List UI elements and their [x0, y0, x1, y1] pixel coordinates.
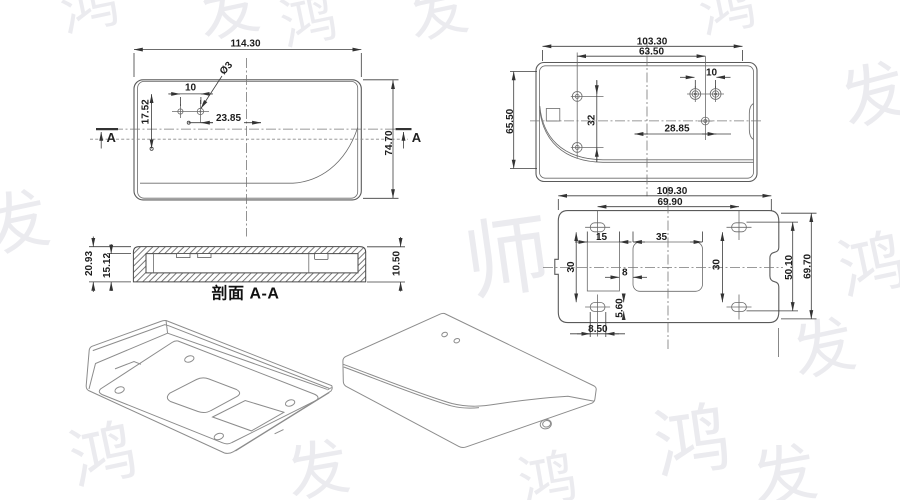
svg-text:15: 15 [596, 232, 608, 243]
svg-text:A: A [412, 130, 422, 145]
svg-text:103.30: 103.30 [637, 36, 668, 47]
svg-text:30: 30 [712, 259, 723, 271]
svg-text:8: 8 [622, 267, 628, 278]
svg-text:8.50: 8.50 [588, 324, 608, 335]
svg-text:鸿: 鸿 [275, 0, 343, 57]
svg-text:20.93: 20.93 [84, 251, 95, 276]
svg-text:23.85: 23.85 [216, 113, 241, 124]
svg-text:32: 32 [587, 114, 598, 126]
svg-text:鸿: 鸿 [514, 443, 582, 500]
svg-text:5.60: 5.60 [614, 298, 625, 318]
svg-text:74.70: 74.70 [384, 130, 395, 155]
svg-text:109.30: 109.30 [657, 186, 688, 197]
svg-text:剖面 A-A: 剖面 A-A [212, 284, 280, 303]
svg-text:114.30: 114.30 [230, 39, 260, 50]
svg-text:师: 师 [458, 205, 557, 312]
svg-text:发: 发 [747, 435, 823, 500]
svg-text:发: 发 [282, 432, 355, 500]
svg-text:50.10: 50.10 [784, 254, 795, 279]
svg-text:10: 10 [185, 83, 197, 94]
svg-text:鸿: 鸿 [649, 395, 736, 490]
svg-text:10: 10 [706, 67, 718, 78]
svg-text:15.12: 15.12 [102, 253, 113, 278]
svg-text:鸿: 鸿 [63, 412, 143, 498]
svg-text:28.85: 28.85 [664, 124, 689, 135]
svg-text:69.90: 69.90 [657, 197, 682, 208]
svg-text:35: 35 [656, 232, 668, 243]
svg-text:10.50: 10.50 [391, 251, 402, 276]
svg-text:30: 30 [566, 261, 577, 273]
svg-text:65.50: 65.50 [505, 108, 516, 133]
svg-text:17.52: 17.52 [141, 99, 152, 124]
svg-text:69.70: 69.70 [803, 253, 814, 278]
svg-text:63.50: 63.50 [639, 46, 664, 57]
svg-text:A: A [107, 130, 117, 145]
svg-text:发: 发 [786, 309, 861, 389]
